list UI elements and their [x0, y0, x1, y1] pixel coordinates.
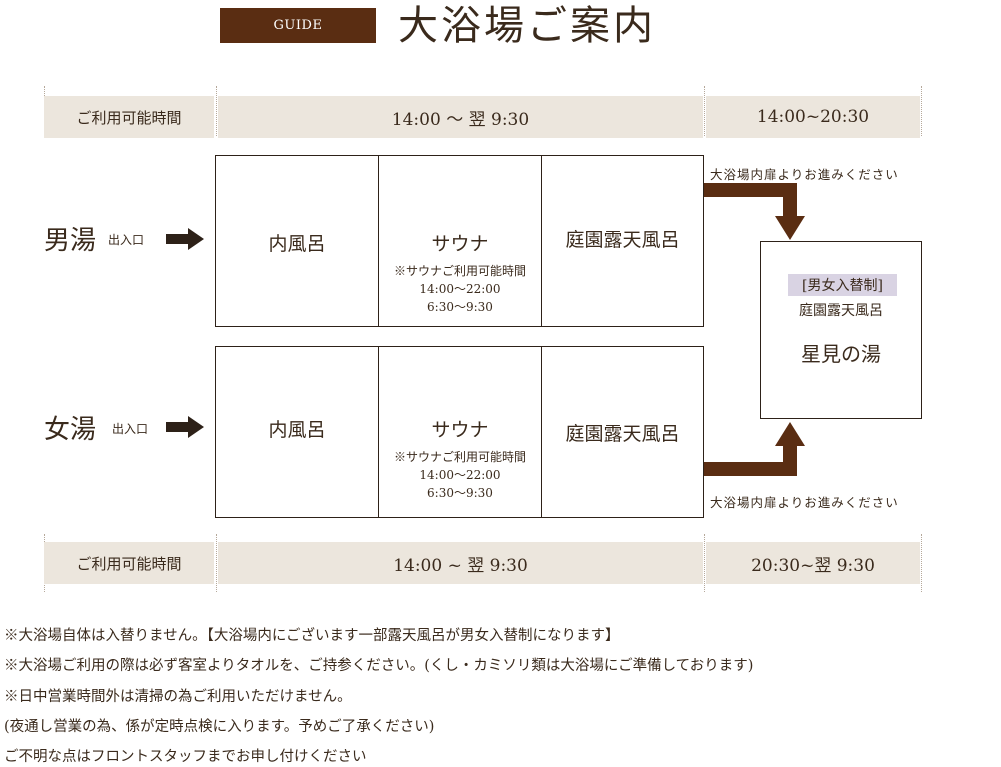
footer-note: ※日中営業時間外は清掃の為ご利用いただけません。: [4, 689, 352, 705]
divider: [921, 534, 922, 592]
hoshimi-name: 星見の湯: [801, 342, 881, 366]
sauna-note-time: 14:00～22:00: [419, 282, 501, 296]
room-label: 内風呂: [268, 419, 326, 441]
room-label: 庭園露天風呂: [565, 229, 680, 251]
room-label: サウナ: [431, 233, 489, 255]
main-hours-bottom: 14:00 ~ 翌 9:30: [218, 542, 703, 584]
women-route-arrow-head-icon: [775, 422, 805, 446]
women-sauna: サウナ ※サウナご利用可能時間 14:00～22:00 6:30～9:30: [378, 347, 541, 517]
hoshimi-subtitle: 庭園露天風呂: [799, 303, 883, 319]
footer-note: ※大浴場ご利用の際は必ず客室よりタオルを、ご持参ください。(くし・カミソリ類は大…: [4, 658, 754, 674]
hoshimi-bath-box: [男女入替制] 庭園露天風呂 星見の湯: [760, 241, 922, 419]
men-bath-label: 男湯: [44, 226, 97, 256]
alternating-tag: [男女入替制]: [788, 274, 897, 296]
open-bath-hours-top: 14:00~20:30: [706, 96, 920, 138]
women-route-arrow-icon: [704, 440, 797, 476]
men-route-arrow-icon: [704, 183, 797, 224]
sauna-note-heading: ※サウナご利用可能時間: [393, 264, 526, 278]
men-garden-bath: 庭園露天風呂: [541, 156, 703, 326]
hours-label-top: ご利用可能時間: [44, 96, 214, 138]
room-label: 内風呂: [268, 233, 326, 255]
hours-label-bottom: ご利用可能時間: [44, 542, 214, 584]
room-label: 庭園露天風呂: [565, 423, 680, 445]
men-entrance-arrow-icon: [166, 228, 204, 250]
footer-note: ご不明な点はフロントスタッフまでお申し付けください: [4, 749, 367, 765]
women-bath-area: 内風呂 サウナ ※サウナご利用可能時間 14:00～22:00 6:30～9:3…: [215, 346, 704, 518]
women-bath-label: 女湯: [44, 415, 97, 445]
women-entrance-arrow-icon: [166, 416, 204, 438]
men-inner-bath: 内風呂: [216, 156, 378, 326]
sauna-note-time: 6:30～9:30: [427, 300, 493, 314]
divider: [704, 534, 705, 592]
main-hours-top: 14:00 ～ 翌 9:30: [218, 96, 703, 138]
men-bath-area: 内風呂 サウナ ※サウナご利用可能時間 14:00～22:00 6:30～9:3…: [215, 155, 704, 327]
divider: [216, 86, 217, 136]
women-entrance-label: 出入口: [112, 422, 149, 436]
women-inner-bath: 内風呂: [216, 347, 378, 517]
open-bath-hours-bottom: 20:30~翌 9:30: [706, 542, 920, 584]
footer-note: ※大浴場自体は入替りません。【大浴場内にございます一部露天風呂が男女入替制になり…: [4, 628, 620, 644]
sauna-note-heading: ※サウナご利用可能時間: [393, 450, 526, 464]
men-entrance-label: 出入口: [108, 233, 145, 247]
room-label: サウナ: [431, 419, 489, 441]
women-garden-bath: 庭園露天風呂: [541, 347, 703, 517]
sauna-note-time: 14:00～22:00: [419, 468, 501, 482]
sauna-note-time: 6:30～9:30: [427, 486, 493, 500]
women-route-note: 大浴場内扉よりお進みください: [710, 495, 899, 510]
divider: [921, 86, 922, 136]
divider: [704, 86, 705, 136]
footer-note: (夜通し営業の為、係が定時点検に入ります。予めご了承ください): [4, 719, 435, 735]
page-title: 大浴場ご案内: [398, 3, 656, 49]
men-sauna: サウナ ※サウナご利用可能時間 14:00～22:00 6:30～9:30: [378, 156, 541, 326]
guide-badge: GUIDE: [220, 8, 376, 43]
divider: [216, 534, 217, 592]
men-route-arrow-head-icon: [775, 216, 805, 240]
men-route-note: 大浴場内扉よりお進みください: [710, 167, 899, 182]
